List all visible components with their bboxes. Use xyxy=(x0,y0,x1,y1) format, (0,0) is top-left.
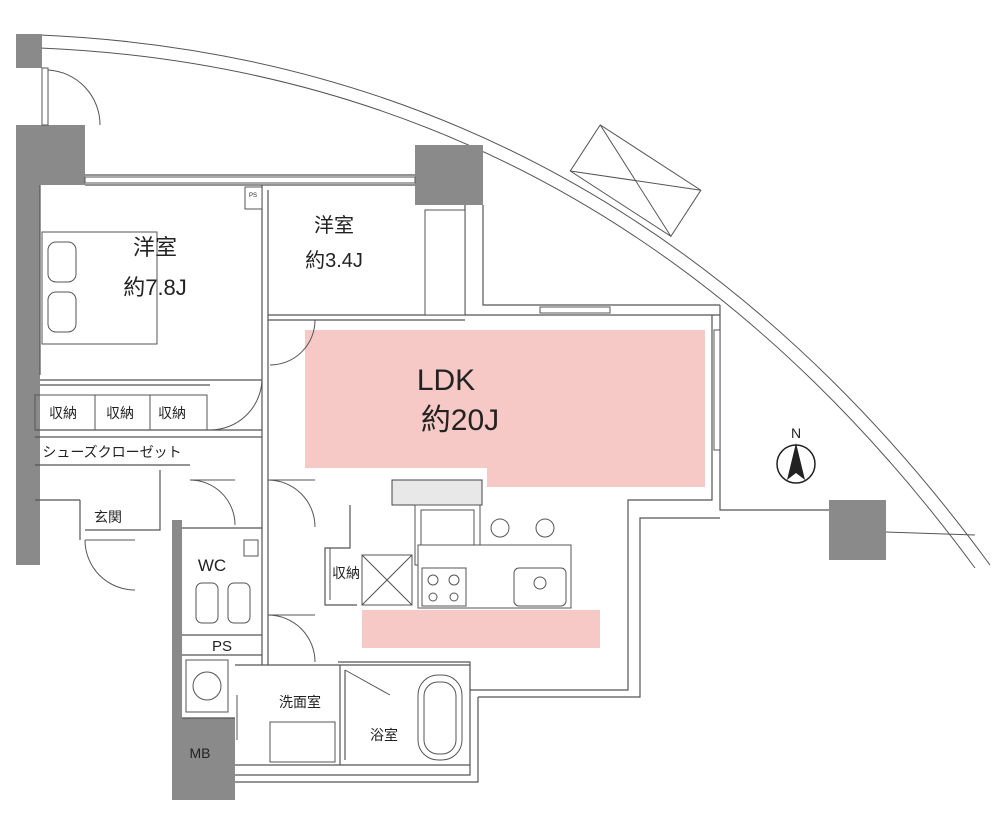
western-room-1-name: 洋室 xyxy=(133,235,177,260)
labels: 洋室 約7.8J 洋室 約3.4J LDK 約20J 収納 収納 収納 収納 シ… xyxy=(42,193,499,761)
western-room-1-size: 約7.8J xyxy=(123,275,187,300)
wc-label: WC xyxy=(198,556,226,575)
ps-small-box xyxy=(244,186,263,210)
balcony xyxy=(39,34,991,569)
bathtub xyxy=(417,674,463,761)
storage-label-2: 収納 xyxy=(106,405,134,421)
ldk-highlight xyxy=(305,330,705,648)
shoe-closet-label: シューズクローゼット xyxy=(42,444,181,460)
wash-basin xyxy=(269,721,336,763)
stove xyxy=(421,567,467,607)
washroom-label: 洗面室 xyxy=(279,694,321,710)
ldk-name: LDK xyxy=(417,364,475,397)
entrance-label: 玄関 xyxy=(94,509,122,525)
toilet xyxy=(195,582,219,624)
doors xyxy=(47,69,391,740)
windows xyxy=(41,67,721,451)
bed-outline xyxy=(41,231,158,345)
ps-large-label: PS xyxy=(212,638,232,655)
wall-lines xyxy=(35,174,829,783)
bathroom-label: 浴室 xyxy=(370,727,398,743)
storage-label-3: 収納 xyxy=(158,405,186,421)
washing-machine xyxy=(185,659,229,713)
ldk-size: 約20J xyxy=(421,404,499,437)
north-arrow-icon xyxy=(787,443,805,480)
compass: N xyxy=(776,425,816,484)
kitchen-counter xyxy=(417,544,572,609)
mb-label: MB xyxy=(190,745,211,761)
ps-small-label: PS xyxy=(249,193,257,199)
fixtures xyxy=(34,186,572,763)
western-room-2-name: 洋室 xyxy=(314,214,354,237)
storage-label-kitchen: 収納 xyxy=(332,565,360,581)
storage-label-1: 収納 xyxy=(49,405,77,421)
walls xyxy=(16,34,886,800)
western-room-2-size: 約3.4J xyxy=(305,249,363,272)
compass-label: N xyxy=(791,425,801,441)
balcony-storage xyxy=(569,124,702,238)
kitchen-sink xyxy=(513,567,567,607)
